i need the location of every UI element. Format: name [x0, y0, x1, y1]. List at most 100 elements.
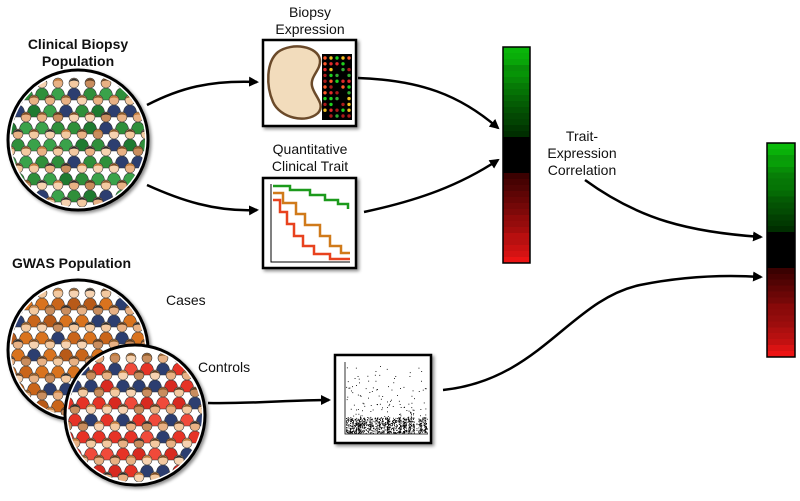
heatmap-cell [767, 309, 795, 316]
person-figure [50, 389, 66, 413]
clinical-title-line2: Population [41, 53, 115, 69]
person-figure [155, 163, 169, 185]
person-figure [122, 196, 138, 207]
person-figure [66, 145, 82, 169]
heatmap-cell [503, 197, 530, 204]
trait-curve-orange [273, 191, 350, 255]
person-figure [82, 77, 98, 101]
person-figure [26, 94, 42, 118]
person-figure [11, 179, 18, 203]
heatmap-cell [767, 267, 795, 275]
person-figure [74, 196, 90, 207]
heatmap-cell [503, 89, 530, 96]
person-figure [26, 304, 42, 328]
heatmap-cell [503, 101, 530, 108]
person-figure [147, 288, 161, 310]
correlation-label: Trait- Expression Correlation [532, 128, 632, 179]
heatmap-cell [503, 251, 530, 258]
person-figure [98, 179, 114, 203]
person-figure [155, 386, 171, 410]
heatmap-cell [767, 208, 795, 215]
corr-label-line2: Expression [547, 145, 617, 161]
person-figure [26, 128, 42, 152]
heatmap-cell [503, 77, 530, 84]
person-figure [155, 454, 171, 478]
person-figure [11, 389, 18, 413]
heatmap-cell [767, 345, 795, 352]
person-figure [11, 338, 26, 362]
biopsy-label-line2: Expression [275, 21, 345, 37]
clinical-population-title: Clinical Biopsy Population [8, 36, 148, 70]
person-figure [50, 77, 66, 101]
heatmap-cell [503, 95, 530, 102]
person-figure [114, 145, 130, 169]
person-figure [107, 454, 123, 478]
person-figure [58, 196, 74, 207]
corr-label-line3: Correlation [547, 162, 617, 178]
heatmap-cell [503, 221, 530, 228]
person-figure [163, 437, 179, 461]
person-figure [212, 404, 226, 426]
heatmap-cell [503, 257, 530, 264]
manhattan-plot-panel [333, 353, 433, 445]
cases-label: Cases [166, 292, 206, 308]
controls-label: Controls [198, 359, 251, 375]
person-figure [139, 352, 155, 376]
person-figure [90, 94, 106, 118]
heatmap-cell [767, 232, 795, 239]
person-figure [42, 338, 58, 362]
person-figure [106, 94, 122, 118]
person-figure [139, 420, 155, 444]
person-figure [138, 128, 145, 152]
heatmap-cell [767, 351, 795, 358]
person-figure [26, 338, 42, 362]
person-figure [58, 338, 74, 362]
person-figure [204, 455, 218, 477]
person-figure [123, 352, 139, 376]
trait-curve-green [273, 184, 350, 209]
person-figure [18, 145, 34, 169]
person-figure [50, 145, 66, 169]
person-figure [11, 128, 26, 152]
person-figure [90, 128, 106, 152]
person-figure [204, 421, 218, 443]
person-figure [163, 403, 179, 427]
person-figure [195, 471, 202, 482]
person-figure [11, 196, 26, 207]
correlation-heatmap-bar [502, 46, 531, 264]
person-figure [107, 352, 123, 376]
person-figure [42, 128, 58, 152]
heatmap-cell [503, 215, 530, 222]
heatmap-cell [767, 184, 795, 191]
heatmap-cell [503, 209, 530, 216]
person-figure [98, 145, 114, 169]
heatmap-cell [503, 137, 530, 144]
trait-label-line2: Clinical Trait [271, 158, 349, 174]
person-figure [155, 197, 169, 219]
corr-label-line1: Trait- [565, 128, 599, 144]
person-figure [26, 372, 42, 396]
person-figure [50, 111, 66, 135]
arrow-clinical-to-biopsy [146, 76, 259, 107]
heatmap-cell [503, 155, 530, 162]
person-figure [98, 111, 114, 135]
arrow-biopsy-to-correlation [357, 76, 500, 130]
heatmap-cell [503, 119, 530, 126]
clinical-trait-label: Quantitative Clinical Trait [250, 141, 370, 175]
heatmap-cell [767, 214, 795, 221]
heatmap-cell [503, 107, 530, 114]
heatmap-cell [767, 172, 795, 179]
heatmap-cell [503, 131, 530, 138]
person-figure [26, 196, 42, 207]
heatmap-cell [503, 233, 530, 240]
person-figure [115, 369, 131, 393]
arrow-controls-to-manhattan [207, 395, 331, 406]
heatmap-cell [767, 321, 795, 328]
person-figure [155, 129, 169, 151]
heatmap-cell [503, 191, 530, 198]
person-figure [139, 454, 155, 478]
person-figure [123, 386, 139, 410]
person-figure [42, 162, 58, 186]
person-figure [82, 145, 98, 169]
trait-label-line1: Quantitative [272, 141, 348, 157]
